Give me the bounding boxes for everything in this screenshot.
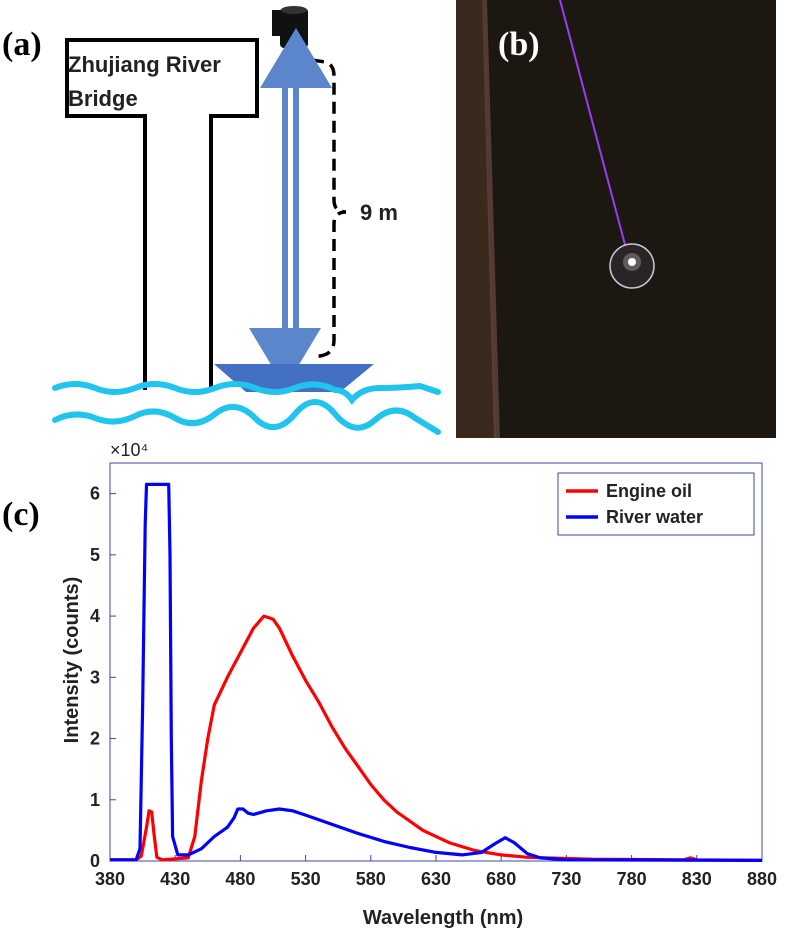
y-tick-label: 0 [90,851,100,871]
x-tick-label: 880 [747,869,777,889]
spectrum-chart: ×10⁴ 380 430 480 530 580 630 680 730 780 830 880 0 1… [61,440,777,929]
bridge-schematic: Zhujiang River Bridge 9 m [52,6,441,435]
series-line-river-water [110,482,763,862]
lidar-device-icon [272,6,308,48]
x-tick-label: 480 [225,869,255,889]
water-wave-1 [52,381,441,405]
y-tick-label: 5 [90,545,100,565]
bridge-name-line1: Zhujiang River [68,52,221,77]
x-tick-label: 730 [551,869,581,889]
x-tick-label: 630 [421,869,451,889]
bridge-pillar-edge [456,0,496,438]
y-tick-label: 3 [90,667,100,687]
y-axis-label: Intensity (counts) [61,577,83,744]
distance-label: 9 m [360,200,398,225]
x-tick-label: 830 [682,869,712,889]
x-tick-label: 430 [160,869,190,889]
y-tick-label: 6 [90,484,100,504]
bridge-outline [65,38,259,390]
bridge-name-line2: Bridge [68,86,138,111]
legend-box [557,472,755,536]
x-tick-label: 780 [617,869,647,889]
legend-entry-label: Engine oil [606,481,692,501]
y-tick-label: 1 [90,790,100,810]
y-exponent-label: ×10⁴ [110,440,148,460]
panel-b-label: (b) [498,26,540,63]
legend-entry-label: River water [606,507,703,527]
x-axis-label: Wavelength (nm) [363,907,523,929]
x-tick-label: 380 [95,869,125,889]
laser-beam [559,0,629,257]
series-line-engine-oil [110,614,763,862]
distance-bracket [311,58,347,358]
panel-c-label: (c) [2,496,40,533]
laser-photo [456,0,776,438]
y-tick-label: 2 [90,729,100,749]
x-tick-label: 580 [356,869,386,889]
x-tick-label: 680 [486,869,516,889]
panel-a-label: (a) [2,26,42,63]
water-wave-2 [52,399,441,435]
y-tick-label: 4 [90,606,100,626]
x-tick-label: 530 [291,869,321,889]
